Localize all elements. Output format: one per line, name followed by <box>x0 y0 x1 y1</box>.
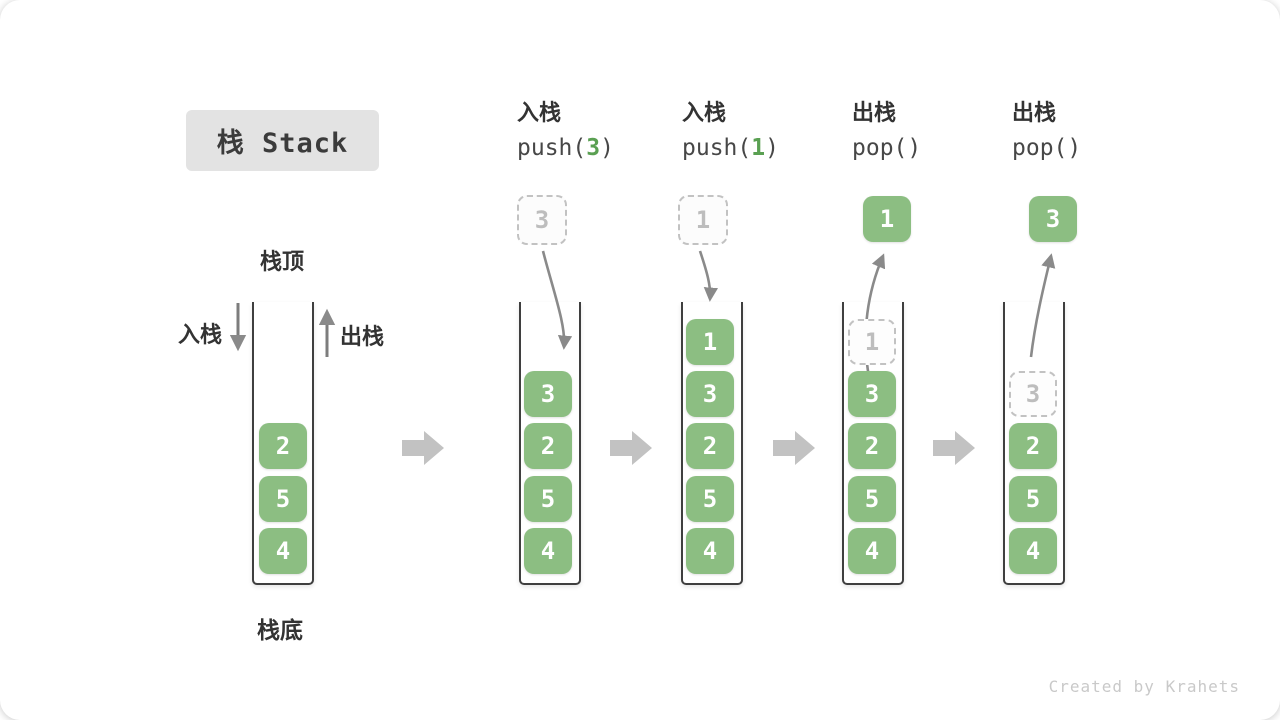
stack-item: 4 <box>848 528 896 574</box>
stack-top-label: 栈顶 <box>260 250 305 275</box>
stack-item: 2 <box>259 423 307 469</box>
code-text: ) <box>907 135 922 161</box>
operation-name: 入栈 <box>682 101 727 126</box>
incoming-item-dashed: 3 <box>517 195 567 245</box>
operation-code: push(1) <box>682 130 779 166</box>
stack-item: 4 <box>524 528 572 574</box>
operation-name: 出栈 <box>852 101 897 126</box>
pop-side-label: 出栈 <box>340 325 385 350</box>
push1-curve-arrow-icon <box>698 250 719 302</box>
stack-item: 5 <box>686 476 734 522</box>
stack-bottom-label: 栈底 <box>257 618 303 644</box>
stack-item: 4 <box>686 528 734 574</box>
operation-name: 入栈 <box>517 101 562 126</box>
popped-item: 3 <box>1029 196 1077 242</box>
stack-item: 5 <box>848 476 896 522</box>
stack-item: 4 <box>1009 528 1057 574</box>
operation-caption-push3: 入栈 push(3) <box>517 98 614 166</box>
code-text: ) <box>765 135 779 161</box>
stack-item: 5 <box>524 476 572 522</box>
incoming-item-dashed: 1 <box>678 195 728 245</box>
code-text: pop( <box>852 135 908 161</box>
diagram-title: 栈 Stack <box>186 110 379 171</box>
code-arg: 3 <box>586 135 601 161</box>
stack-item: 2 <box>686 423 734 469</box>
operation-name: 出栈 <box>1012 101 1057 126</box>
step-arrow-icon-4 <box>933 431 975 465</box>
operation-code: push(3) <box>517 130 614 166</box>
code-text: push( <box>682 135 752 161</box>
operation-caption-push1: 入栈 push(1) <box>682 98 779 166</box>
ghost-item: 3 <box>1009 371 1057 417</box>
stack-item: 3 <box>686 371 734 417</box>
popped-item: 1 <box>863 196 911 242</box>
stack-item: 3 <box>848 371 896 417</box>
stack-item: 2 <box>524 423 572 469</box>
watermark: Created by Krahets <box>1048 677 1240 696</box>
code-text: pop( <box>1012 135 1068 161</box>
step-arrow-icon-2 <box>610 431 652 465</box>
ghost-item: 1 <box>848 319 896 365</box>
stack-item: 2 <box>1009 423 1057 469</box>
operation-caption-pop1: 出栈 pop() <box>852 98 921 166</box>
push-side-label: 入栈 <box>178 323 223 348</box>
stack-item: 5 <box>1009 476 1057 522</box>
step-arrow-icon-3 <box>773 431 815 465</box>
stack-item: 3 <box>524 371 572 417</box>
stack-item: 4 <box>259 528 307 574</box>
operation-code: pop() <box>1012 130 1081 166</box>
stack-item: 2 <box>848 423 896 469</box>
code-text: ) <box>600 135 614 161</box>
operation-code: pop() <box>852 130 921 166</box>
code-text: push( <box>517 135 587 161</box>
step-arrow-icon-1 <box>402 431 444 465</box>
code-text: ) <box>1067 135 1082 161</box>
operation-caption-pop3: 出栈 pop() <box>1012 98 1081 166</box>
stack-item: 1 <box>686 319 734 365</box>
stack-item: 5 <box>259 476 307 522</box>
code-arg: 1 <box>751 135 766 161</box>
